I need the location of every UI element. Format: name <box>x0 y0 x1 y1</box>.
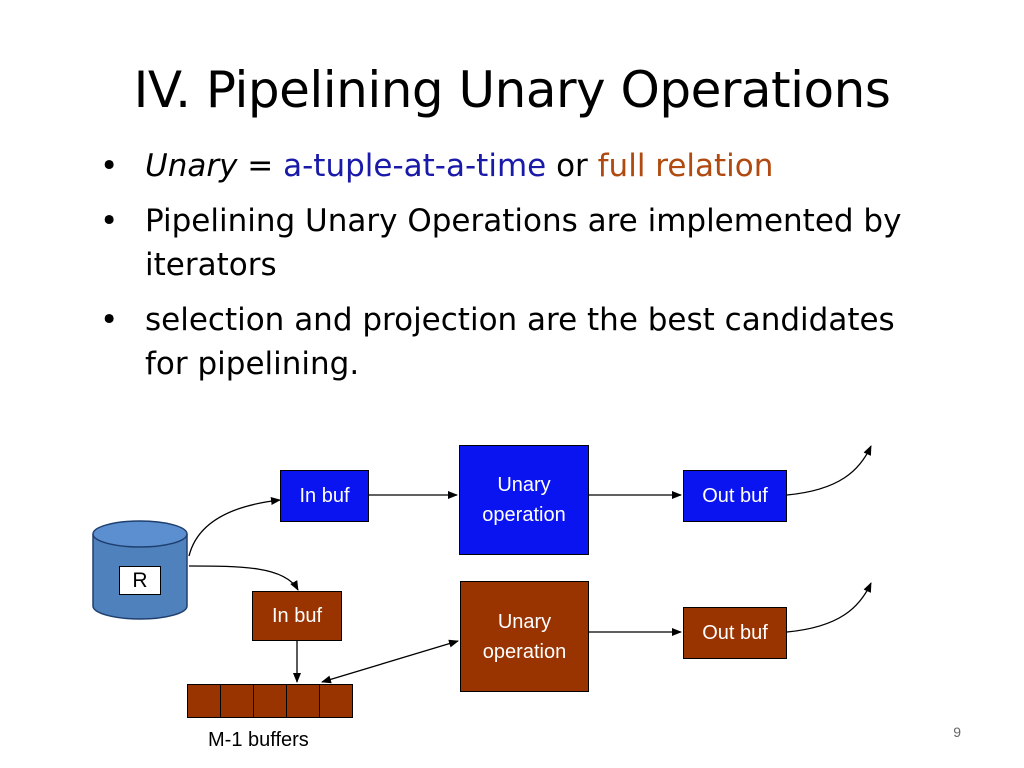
arrow-r-to-bottom-inbuf <box>188 565 299 591</box>
buffer-cell <box>220 684 254 718</box>
top-out-buf: Out buf <box>683 470 787 522</box>
top-in-buf: In buf <box>280 470 369 522</box>
top-unary-operation: Unary operation <box>459 445 589 555</box>
bullet-text: selection and projection are the best ca… <box>145 302 895 382</box>
bullet-marker: • <box>100 302 119 339</box>
bullet-item: • Unary = a-tuple-at-a-time or full rela… <box>100 145 940 188</box>
buffer-cell <box>286 684 320 718</box>
arrow-r-to-top-inbuf <box>188 497 281 557</box>
bottom-in-buf: In buf <box>252 591 342 641</box>
term-unary: Unary <box>145 148 238 184</box>
relation-label: R <box>119 566 161 595</box>
buffer-cell <box>187 684 221 718</box>
equals-text: = <box>237 148 284 184</box>
bullet-list: • Unary = a-tuple-at-a-time or full rela… <box>100 145 940 398</box>
bullet-text: Pipelining Unary Operations are implemen… <box>145 203 902 283</box>
bullet-item: • Pipelining Unary Operations are implem… <box>100 200 940 287</box>
or-text: or <box>546 148 598 184</box>
bullet-item: • selection and projection are the best … <box>100 299 940 386</box>
arrow-top-outbuf-out <box>786 445 872 496</box>
m-1-buffers <box>187 684 353 718</box>
arrow-bottom-outbuf-out <box>786 582 872 633</box>
buffer-cell <box>319 684 353 718</box>
buffer-cell <box>253 684 287 718</box>
bottom-out-buf: Out buf <box>683 607 787 659</box>
bullet-marker: • <box>100 148 119 184</box>
bullet-marker: • <box>100 203 119 240</box>
bottom-unary-operation: Unary operation <box>460 581 589 692</box>
buffers-label: M-1 buffers <box>208 729 309 751</box>
page-number: 9 <box>953 724 961 740</box>
arrow-buffers-op-bidirectional <box>321 639 459 684</box>
option-full-relation: full relation <box>597 148 774 184</box>
slide-title: IV. Pipelining Unary Operations <box>133 61 891 119</box>
option-tuple-at-a-time: a-tuple-at-a-time <box>283 148 547 184</box>
